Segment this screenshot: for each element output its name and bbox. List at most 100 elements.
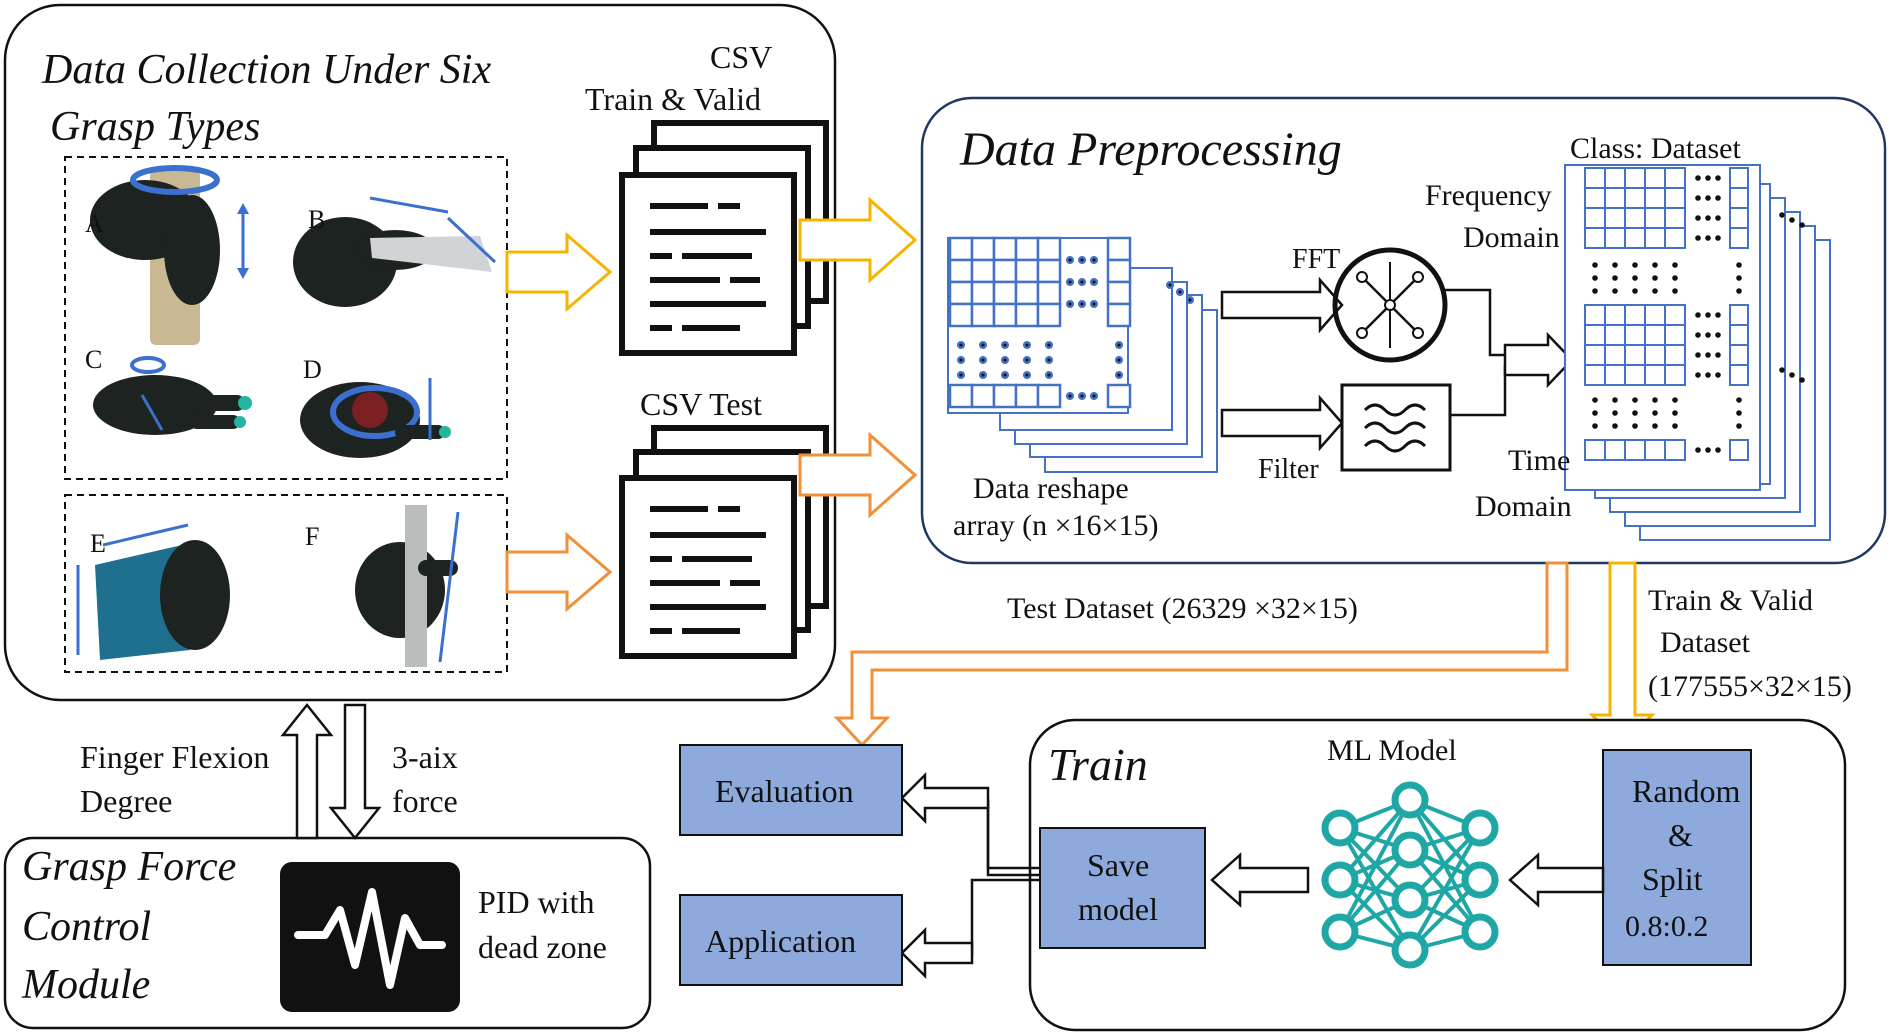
random-line1: Random [1632,773,1741,809]
grid-cell [1729,344,1749,366]
ellipsis-dot [1065,255,1075,265]
random-split-box [1602,749,1752,966]
grid-cell [1729,207,1749,229]
ellipsis-dot [1705,312,1711,318]
ellipsis-dot [1695,312,1701,318]
reshape-array-grid [948,236,1195,409]
ellipsis-dot [1592,397,1598,403]
waveform-icon [280,862,460,1012]
grasp-label-c: C [85,345,102,374]
ellipsis-dot [1077,299,1087,309]
ellipsis-dot [1672,288,1678,294]
ellipsis-dot [1695,332,1701,338]
ellipsis-dot [1592,410,1598,416]
grid-cell [970,280,996,306]
ellipsis-dot [1799,377,1805,383]
grid-cell [1036,258,1062,284]
finger-flexion-line2: Degree [80,783,172,819]
grid-cell [1664,439,1686,461]
arrow-split-to-model [1508,852,1605,908]
grid-cell [1604,439,1626,461]
ellipsis-dot [1736,410,1742,416]
train-dataset-line2: Dataset [1660,626,1751,659]
grid-cell [992,383,1018,409]
ellipsis-dot [1044,355,1054,365]
grasp-photo-b [293,196,497,307]
grid-cell [1664,324,1686,346]
ellipsis-dot [1705,175,1711,181]
grid-cell [1644,439,1666,461]
ellipsis-dot [1715,332,1721,338]
grid-cell [1644,227,1666,249]
grid-cell [1584,187,1606,209]
grid-cell [1584,439,1606,461]
grid-cell [1584,304,1606,326]
ellipsis-dot [956,355,966,365]
grasp-label-a: A [85,209,104,238]
grid-cell [1604,364,1626,386]
ellipsis-dot [1652,410,1658,416]
nn-edge [1408,827,1482,951]
ellipsis-dot [1715,447,1721,453]
grasp-label-f: F [305,522,319,551]
grasp-label-d: D [303,355,322,384]
grid-cell [1604,344,1626,366]
grid-cell [1644,324,1666,346]
ellipsis-dot [1632,423,1638,429]
ellipsis-dot [1705,332,1711,338]
grid-cell [970,236,996,262]
ellipsis-dot [1044,370,1054,380]
grid-cell [1584,167,1606,189]
grid-cell [1729,439,1749,461]
csv-test-icon [622,428,826,656]
evaluation-label: Evaluation [715,773,854,809]
grid-cell [1624,324,1646,346]
grid-cell [1729,167,1749,189]
ellipsis-dot [1592,275,1598,281]
ellipsis-dot [1114,355,1124,365]
collection-title-line2: Grasp Types [50,104,260,150]
grid-cell [1106,280,1132,306]
ellipsis-dot [1612,397,1618,403]
ellipsis-dot [1695,372,1701,378]
ellipsis-dot [1652,288,1658,294]
control-title-line1: Grasp Force [22,844,236,890]
grid-cell [1644,344,1666,366]
grid-cell [1729,324,1749,346]
grid-cell [948,280,974,306]
ellipsis-dot [1044,340,1054,350]
ellipsis-dot [1695,175,1701,181]
finger-flexion-line1: Finger Flexion [80,739,269,775]
grid-cell [1644,364,1666,386]
ellipsis-dot [1632,397,1638,403]
control-title-line2: Control [22,904,151,950]
csv-train-valid-line1: CSV [710,39,772,75]
collection-title-line1: Data Collection Under Six [41,47,491,93]
filter-label: Filter [1258,454,1319,485]
grid-cell [1604,187,1626,209]
train-dataset-line3: (177555×32×15) [1648,670,1852,703]
ellipsis-dot [1695,235,1701,241]
ellipsis-dot [1736,262,1742,268]
nn-node [1321,913,1359,951]
ellipsis-dot [1715,372,1721,378]
save-to-outputs-connector [945,798,1040,957]
ellipsis-dot [1715,195,1721,201]
ellipsis-dot [978,370,988,380]
ellipsis-dot [1736,423,1742,429]
grid-cell [1729,364,1749,386]
grid-cell [1604,324,1626,346]
ellipsis-dot [1672,262,1678,268]
grid-cell [1106,302,1132,328]
ellipsis-dot [1175,287,1185,297]
ellipsis-dot [1736,275,1742,281]
save-line1: Save [1087,847,1149,883]
grid-cell [970,383,996,409]
ellipsis-dot [1779,212,1785,218]
arrow-to-fft [1220,276,1344,334]
ellipsis-dot [1705,235,1711,241]
train-dataset-line1: Train & Valid [1648,584,1813,617]
ellipsis-dot [1089,299,1099,309]
grid-cell [948,383,974,409]
force-line2: force [392,783,458,819]
